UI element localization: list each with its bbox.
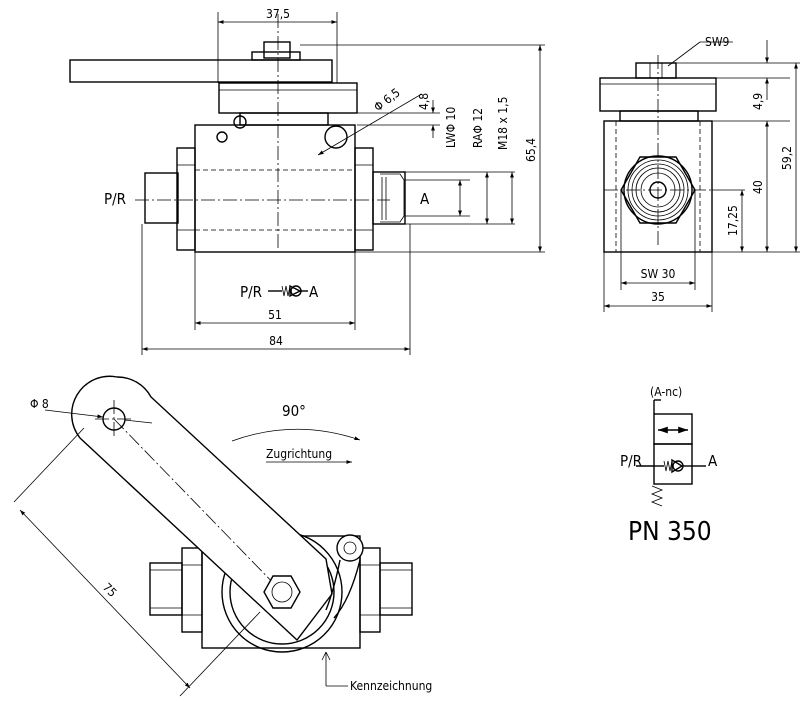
dim-lw-10: LWΦ 10	[444, 107, 458, 148]
pull-direction-label: Zugrichtung	[266, 447, 332, 461]
dim-59-2: 59,2	[780, 146, 794, 170]
angle-90: 90°	[282, 402, 306, 420]
dim-sw9: SW9	[705, 35, 730, 49]
schematic-state-label: (A-nc)	[650, 385, 682, 399]
dim-65-4: 65,4	[524, 138, 538, 162]
dim-sw30: SW 30	[641, 267, 676, 281]
valve-schematic	[636, 399, 706, 507]
dim-51: 51	[268, 308, 282, 322]
side-view	[599, 40, 800, 312]
dim-4-8: 4,8	[417, 93, 431, 110]
front-view	[69, 12, 545, 355]
dim-4-9: 4,9	[751, 93, 765, 110]
symbol-label-pr: P/R	[240, 283, 262, 301]
handle-lever	[69, 59, 333, 83]
dim-84: 84	[269, 334, 283, 348]
dim-17-25: 17,25	[726, 205, 740, 236]
dim-hole-6-5: Φ 6,5	[371, 85, 403, 114]
pressure-rating: PN 350	[628, 517, 712, 547]
dim-thread: M18 x 1,5	[496, 97, 510, 150]
dim-37-5: 37,5	[266, 7, 290, 21]
dim-35: 35	[651, 290, 665, 304]
symbol-label-a: A	[309, 283, 319, 301]
dim-ra-12: RAΦ 12	[471, 108, 485, 148]
marking-label: Kennzeichnung	[350, 679, 432, 693]
dim-phi-8: Φ 8	[30, 397, 49, 411]
schematic-port-a: A	[708, 452, 718, 470]
top-view	[13, 375, 413, 697]
valve-body	[194, 124, 356, 253]
port-label-pr: P/R	[104, 190, 126, 208]
dim-40: 40	[751, 180, 765, 194]
schematic-port-pr: P/R	[620, 452, 642, 470]
port-label-a: A	[420, 190, 430, 208]
